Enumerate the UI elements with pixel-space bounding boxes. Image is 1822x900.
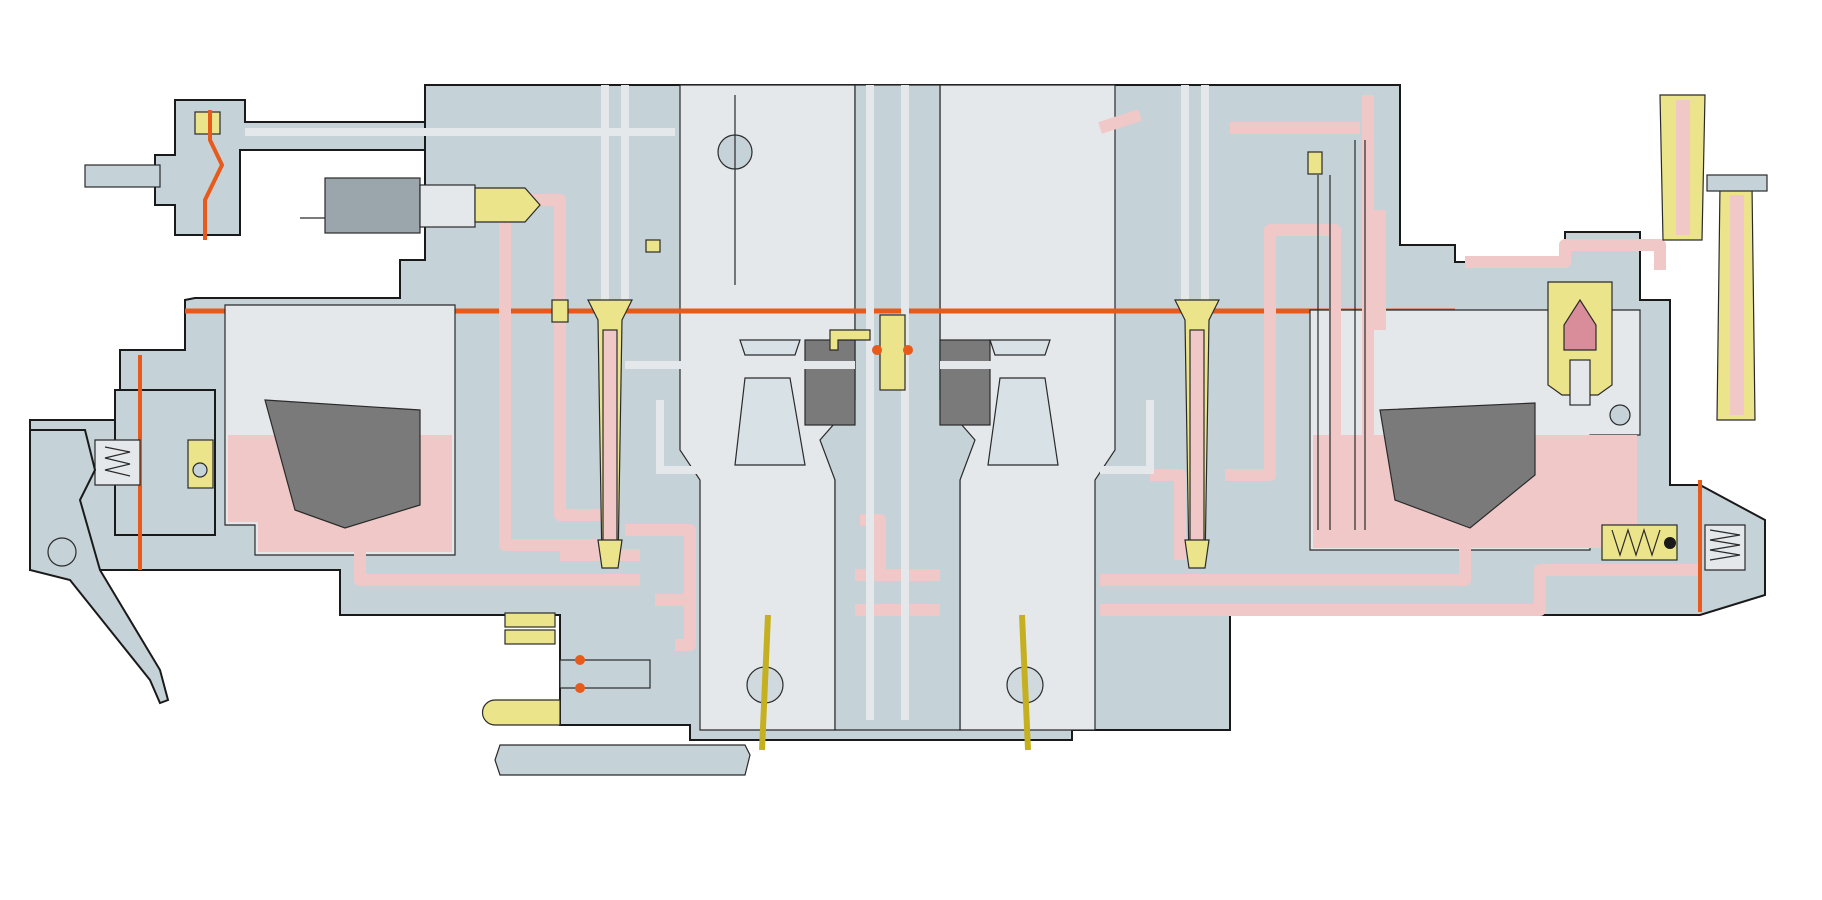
needle-valve-tip (1563, 298, 1597, 351)
choke-stat-housing (324, 177, 421, 234)
emulsion-tubes (551, 140, 1366, 569)
accelerator-pump-lever (29, 429, 170, 705)
pump-discharge-nozzle (829, 314, 913, 391)
secondary-venturi-insert (939, 339, 991, 426)
primary-venturi-insert (804, 339, 856, 426)
left-float (264, 399, 421, 529)
secondary-main-jet (1184, 539, 1210, 569)
secondary-venturi-cone (987, 377, 1059, 466)
right-float (1379, 402, 1536, 529)
power-valve (1601, 480, 1746, 612)
vacuum-port-2 (504, 629, 556, 645)
primary-main-jet (597, 539, 623, 569)
pcv-port (481, 699, 561, 726)
secondary-throttle-plate (1019, 614, 1031, 751)
float-needle-valve (1547, 281, 1631, 426)
air-passages (245, 85, 1209, 720)
air-bleed-jet (645, 239, 661, 253)
choke-adjust-screw (84, 164, 161, 188)
idle-mixture-screw (559, 659, 651, 689)
bottom-fittings (481, 612, 751, 776)
venturi-chambers (679, 84, 1116, 751)
vacuum-tube-bottom (494, 744, 751, 776)
accelerator-pump (29, 355, 214, 705)
choke-pulloff-assembly (84, 110, 541, 240)
primary-venturi-cone (734, 377, 806, 466)
primary-throttle-plate (759, 614, 771, 751)
inlet-cap (1706, 174, 1768, 192)
fuel-inlet-fittings (1659, 94, 1768, 421)
secondary-air-jet (1307, 151, 1323, 175)
idle-jet-primary (551, 299, 569, 323)
vacuum-port-1 (504, 612, 556, 628)
